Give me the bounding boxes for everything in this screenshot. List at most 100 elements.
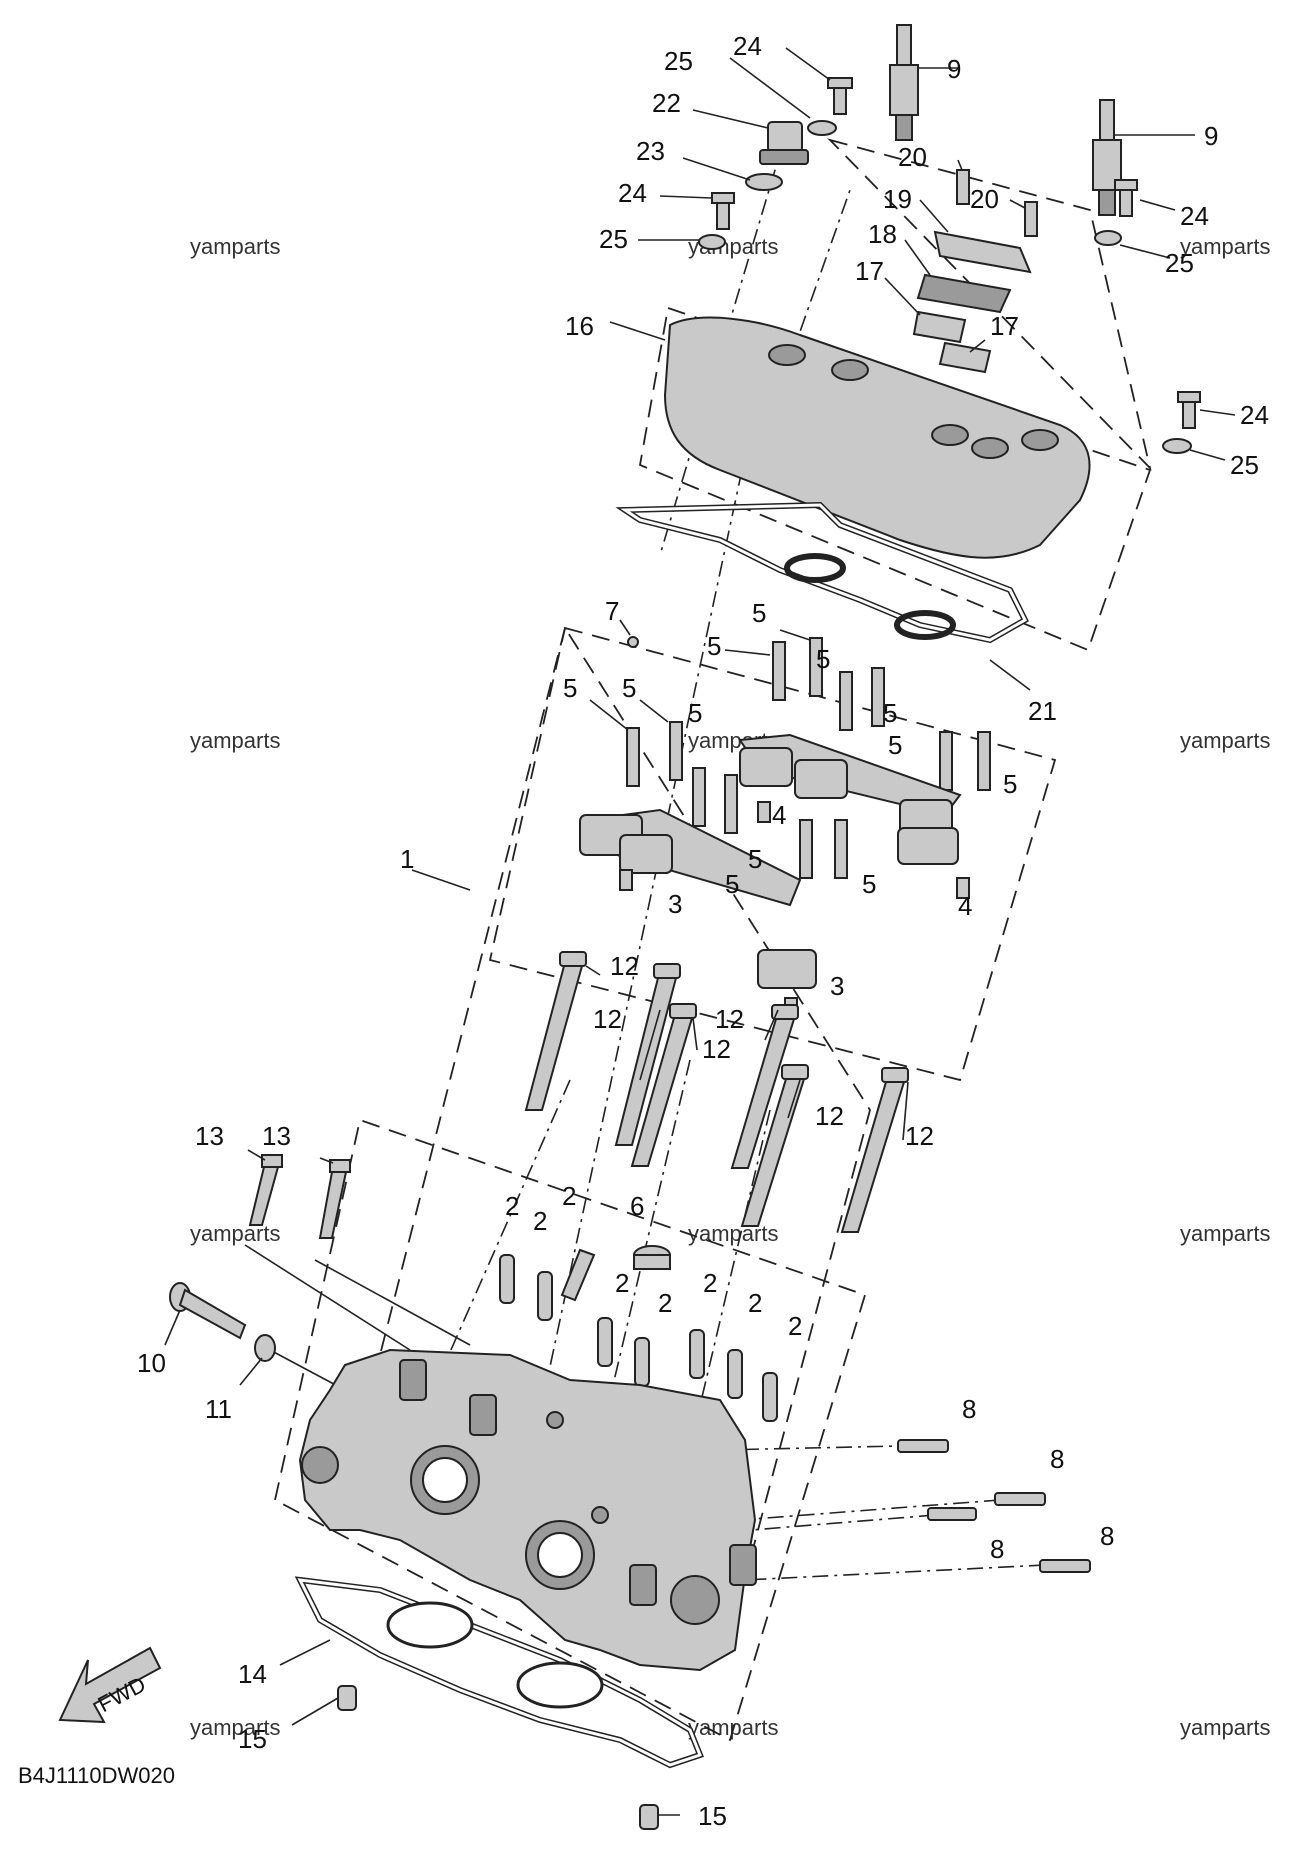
dowel bbox=[337, 1685, 357, 1711]
dowel bbox=[757, 801, 771, 823]
callout-12: 12 bbox=[610, 951, 639, 981]
center-line bbox=[659, 139, 785, 556]
reed-plate bbox=[916, 273, 1012, 314]
cam-cap bbox=[897, 827, 959, 865]
callout-13: 13 bbox=[195, 1121, 224, 1151]
reed-valve bbox=[912, 310, 967, 344]
valve-guides bbox=[499, 1248, 778, 1422]
spark-plug-thread bbox=[895, 114, 913, 141]
bolt-head bbox=[329, 1159, 351, 1173]
callout-5: 5 bbox=[752, 598, 766, 628]
callout-4: 4 bbox=[958, 891, 972, 921]
cylinder-head bbox=[298, 1348, 757, 1672]
guide bbox=[634, 1337, 650, 1387]
spark-plug bbox=[1092, 99, 1122, 216]
callout-2: 2 bbox=[533, 1206, 547, 1236]
bolt-head bbox=[261, 1154, 283, 1168]
callout-12: 12 bbox=[593, 1004, 622, 1034]
watermark: yamparts bbox=[1180, 1221, 1270, 1246]
spark-plug-thread bbox=[1098, 189, 1116, 216]
callout-22: 22 bbox=[652, 88, 681, 118]
leader bbox=[639, 699, 669, 723]
arrow-icon bbox=[58, 1646, 162, 1724]
cylinder-head-boundary bbox=[273, 1118, 867, 1742]
callout-2: 2 bbox=[562, 1181, 576, 1211]
leader bbox=[787, 1079, 801, 1119]
center-line bbox=[314, 1259, 471, 1346]
callout-12: 12 bbox=[815, 1101, 844, 1131]
leader bbox=[779, 629, 811, 641]
watermark: yamparts bbox=[1180, 1715, 1270, 1740]
callout-20: 20 bbox=[970, 184, 999, 214]
callout-12: 12 bbox=[905, 1121, 934, 1151]
stud bbox=[897, 1439, 949, 1453]
bolt-shaft bbox=[318, 1171, 348, 1239]
callout-25: 25 bbox=[599, 224, 628, 254]
leader bbox=[319, 1157, 334, 1164]
bolt bbox=[871, 667, 885, 727]
cam-cap bbox=[739, 747, 793, 787]
bolt-head bbox=[1114, 179, 1138, 191]
bolt bbox=[799, 819, 813, 879]
o-ring bbox=[745, 173, 783, 191]
callout-5: 5 bbox=[888, 730, 902, 760]
center-line bbox=[269, 1349, 346, 1391]
callout-20: 20 bbox=[898, 142, 927, 172]
dowel bbox=[956, 877, 970, 899]
watermark: yamparts bbox=[688, 1221, 778, 1246]
cam-cap bbox=[794, 759, 848, 799]
bolt bbox=[692, 767, 706, 827]
bolt bbox=[809, 637, 823, 697]
callout-16: 16 bbox=[565, 311, 594, 341]
leader bbox=[989, 659, 1031, 691]
bolt-shaft bbox=[630, 1017, 694, 1167]
callout-14: 14 bbox=[238, 1659, 267, 1689]
callout-8: 8 bbox=[962, 1394, 976, 1424]
plug-hole bbox=[784, 553, 846, 583]
washer bbox=[1162, 438, 1192, 454]
callout-8: 8 bbox=[1100, 1521, 1114, 1551]
fwd-arrow: FWD bbox=[58, 1646, 162, 1724]
watermark: yamparts bbox=[190, 728, 280, 753]
callout-5: 5 bbox=[688, 698, 702, 728]
bolt-shaft bbox=[1182, 401, 1196, 429]
bolt-shaft bbox=[524, 965, 584, 1111]
leader bbox=[724, 649, 771, 656]
bolt bbox=[956, 169, 970, 205]
washer bbox=[807, 120, 837, 136]
diagram-code: B4J1110DW020 bbox=[18, 1763, 175, 1788]
guide bbox=[727, 1349, 743, 1399]
callout-5: 5 bbox=[725, 869, 739, 899]
callout-5: 5 bbox=[622, 673, 636, 703]
callout-5: 5 bbox=[862, 869, 876, 899]
stud bbox=[1039, 1559, 1091, 1573]
callout-6: 6 bbox=[630, 1191, 644, 1221]
head-gasket bbox=[294, 1576, 704, 1769]
leader bbox=[957, 159, 963, 171]
leader bbox=[1199, 409, 1236, 416]
callout-23: 23 bbox=[636, 136, 665, 166]
bolt-head bbox=[559, 951, 587, 967]
callout-5: 5 bbox=[707, 631, 721, 661]
cam-cap-bolts bbox=[626, 637, 991, 879]
callout-10: 10 bbox=[137, 1348, 166, 1378]
callout-5: 5 bbox=[1003, 769, 1017, 799]
callout-2: 2 bbox=[505, 1191, 519, 1221]
cylinder-head-cover bbox=[663, 316, 1091, 559]
washer bbox=[698, 234, 726, 250]
bolt-boss bbox=[729, 1544, 757, 1586]
watermarks: yamparts yamparts yamparts yamparts yamp… bbox=[190, 234, 1270, 1740]
cover-boss bbox=[768, 344, 806, 366]
callout-2: 2 bbox=[615, 1268, 629, 1298]
bolt-boss bbox=[629, 1564, 657, 1606]
callout-4: 4 bbox=[772, 800, 786, 830]
leader bbox=[785, 47, 831, 81]
callout-1: 1 bbox=[400, 844, 414, 874]
leader bbox=[884, 277, 921, 316]
washer bbox=[254, 1334, 276, 1362]
guide bbox=[689, 1329, 705, 1379]
bolt-head bbox=[653, 963, 681, 979]
bolt-head bbox=[881, 1067, 909, 1083]
seal-body bbox=[633, 1254, 671, 1270]
callout-15: 15 bbox=[698, 1801, 727, 1831]
